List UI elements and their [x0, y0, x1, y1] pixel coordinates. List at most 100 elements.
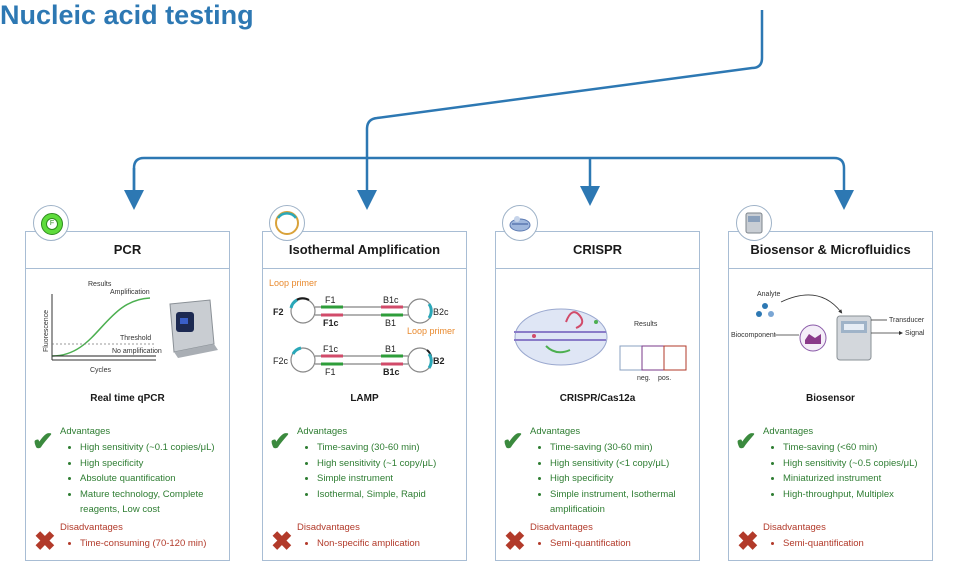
card-divider: [729, 268, 932, 269]
advantages-list: Time-saving (30-60 min) High sensitivity…: [538, 440, 708, 518]
figure-caption: Real time qPCR: [90, 393, 165, 404]
label-B1c: B1c: [383, 295, 399, 305]
no-amplification-label: No amplification: [112, 348, 162, 355]
transducer-instrument: [836, 315, 872, 361]
card-biosensor: Biosensor & Microfluidics Analyte Biocom…: [728, 231, 933, 561]
label-F2: F2: [273, 307, 284, 317]
x-axis-label: Cycles: [90, 367, 112, 374]
connector-arrows: [124, 10, 854, 210]
advantages-list: High sensitivity (~0.1 copies/μL) High s…: [68, 440, 238, 518]
list-item: High sensitivity (~1 copy/μL): [317, 456, 475, 472]
crispr-figure: Results neg. pos.: [514, 308, 687, 382]
disadvantages-list: Time-consuming (70-120 min): [68, 536, 238, 552]
lamp-figure: Loop primer F2 F1 F1c B1c B1 B2c: [269, 278, 455, 377]
card-pcr: PCR Results Fluorescence Cycles Amplific…: [25, 231, 230, 561]
cas12a-complex: [514, 308, 608, 366]
list-item: Isothermal, Simple, Rapid: [317, 487, 475, 503]
advantages-heading: Advantages: [297, 426, 348, 437]
card-divider: [263, 268, 466, 269]
card-divider: [26, 268, 229, 269]
results-panel: [619, 345, 687, 371]
advantages-heading: Advantages: [530, 426, 581, 437]
list-item: Time-consuming (70-120 min): [80, 536, 238, 552]
label-F1c-2: F1c: [323, 344, 339, 354]
disadvantages-list: Non-specific amplication: [305, 536, 475, 552]
advantages-list: Time-saving (<60 min) High sensitivity (…: [771, 440, 941, 502]
results-label: Results: [634, 321, 658, 328]
label-F2c: F2c: [273, 356, 289, 366]
list-item: Simple instrument, Isothermal amplificat…: [550, 487, 708, 518]
list-item: Miniaturized instrument: [783, 471, 941, 487]
list-item: High specificity: [550, 471, 708, 487]
amplification-label: Amplification: [110, 289, 150, 296]
list-item: Time-saving (<60 min): [783, 440, 941, 456]
diagram-title: Nucleic acid testing: [0, 0, 254, 30]
check-icon: ✔: [269, 426, 291, 456]
crispr-badge: [502, 205, 538, 241]
label-B1c-2: B1c: [383, 367, 400, 377]
card-isothermal: Isothermal Amplification Loop primer F2 …: [262, 231, 467, 561]
advantages-heading: Advantages: [60, 426, 111, 437]
neg-label: neg.: [637, 375, 651, 382]
card-divider: [496, 268, 699, 269]
card-title: Biosensor & Microfluidics: [750, 242, 911, 257]
biosensor-badge: [736, 205, 772, 241]
cross-icon: ✖: [737, 526, 759, 556]
list-item: High-throughput, Multiplex: [783, 487, 941, 503]
card-crispr: CRISPR Results neg. pos. CRISPR/Cas12a ✔…: [495, 231, 700, 561]
disadvantages-list: Semi-quantification: [538, 536, 708, 552]
label-B2c: B2c: [433, 307, 449, 317]
figure-caption: LAMP: [350, 393, 379, 404]
device-icon: [745, 212, 763, 234]
card-title: CRISPR: [572, 242, 623, 257]
check-icon: ✔: [735, 426, 757, 456]
list-item: Non-specific amplication: [317, 536, 475, 552]
label-B1: B1: [385, 318, 396, 328]
biocomponent-label: Biocomponent: [731, 332, 776, 339]
list-item: High sensitivity (~0.1 copies/μL): [80, 440, 238, 456]
signal-label: Signal: [905, 330, 925, 337]
biosensor-figure: Analyte Biocomponent Transducer Signal: [731, 291, 925, 361]
list-item: High sensitivity (<1 copy/μL): [550, 456, 708, 472]
dumbbell-bottom: [290, 346, 433, 373]
check-icon: ✔: [32, 426, 54, 456]
qpcr-instrument: [169, 299, 218, 358]
label-B1-2: B1: [385, 344, 396, 354]
dumbbell-top: [289, 297, 433, 324]
amplification-curve: [51, 297, 151, 357]
threshold-label: Threshold: [120, 335, 151, 342]
main-arrow: [357, 10, 764, 210]
cross-icon: ✖: [504, 526, 526, 556]
label-F1-2: F1: [325, 367, 336, 377]
list-item: High specificity: [80, 456, 238, 472]
label-F1c: F1c: [323, 318, 339, 328]
disadvantages-heading: Disadvantages: [530, 522, 593, 533]
fluorescence-icon: F: [46, 218, 58, 230]
qpcr-figure: Results Fluorescence Cycles Amplificatio…: [43, 281, 218, 374]
list-item: High sensitivity (~0.5 copies/μL): [783, 456, 941, 472]
list-item: Time-saving (30-60 min): [550, 440, 708, 456]
disadvantages-heading: Disadvantages: [763, 522, 826, 533]
list-item: Time-saving (30-60 min): [317, 440, 475, 456]
dna-loop-icon: [275, 211, 299, 235]
cas-protein-icon: [509, 216, 531, 232]
branch-line: [132, 156, 854, 210]
check-icon: ✔: [502, 426, 524, 456]
plot-title: Results: [88, 281, 112, 288]
isothermal-badge: [269, 205, 305, 241]
disadvantages-heading: Disadvantages: [297, 522, 360, 533]
label-B2: B2: [433, 356, 445, 366]
pcr-badge: F: [33, 205, 69, 241]
list-item: Semi-quantification: [550, 536, 708, 552]
transducer-label: Transducer: [889, 317, 925, 324]
figure-caption: Biosensor: [806, 393, 855, 404]
figure-caption: CRISPR/Cas12a: [559, 393, 636, 404]
disadvantages-heading: Disadvantages: [60, 522, 123, 533]
list-item: Simple instrument: [317, 471, 475, 487]
label-F1: F1: [325, 295, 336, 305]
analyte-label: Analyte: [757, 291, 780, 298]
advantages-list: Time-saving (30-60 min) High sensitivity…: [305, 440, 475, 502]
cross-icon: ✖: [34, 526, 56, 556]
card-title: Isothermal Amplification: [288, 242, 441, 257]
loop-primer-label-2: Loop primer: [407, 326, 455, 336]
